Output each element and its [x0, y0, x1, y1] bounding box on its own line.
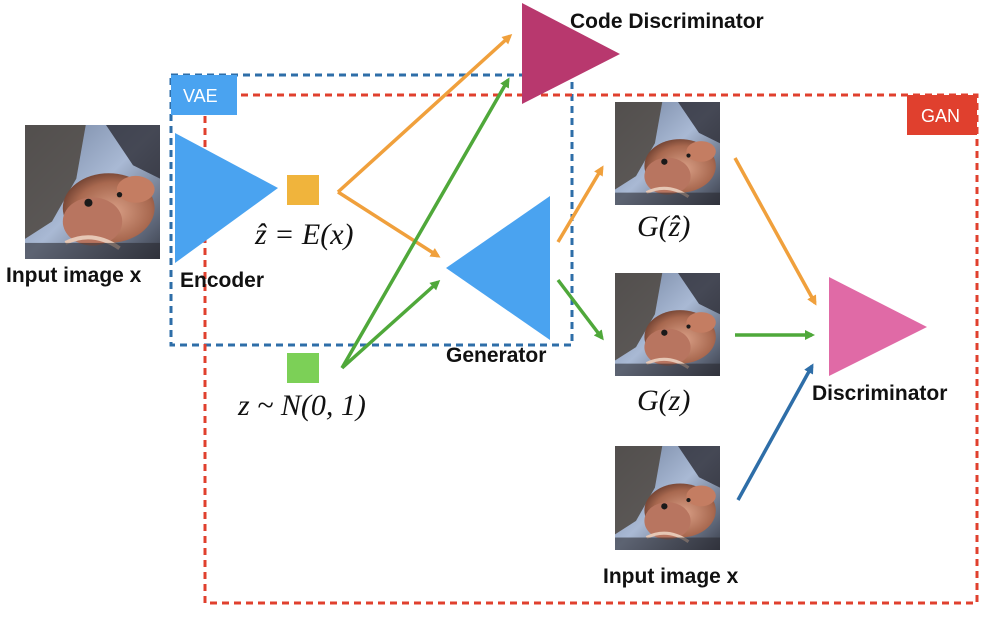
arrow-z-to-code-discriminator [340, 77, 510, 369]
gzhat-label: G(ẑ) [637, 210, 690, 243]
code-discriminator-label: Code Discriminator [570, 10, 764, 33]
input-image-left [25, 125, 160, 259]
generated-image-z [613, 271, 722, 378]
arrow-generator-to-gz [556, 278, 604, 341]
generator-label: Generator [446, 344, 546, 367]
discriminator-block [829, 277, 927, 376]
gan-region-box [203, 93, 979, 605]
input-image-bottom [613, 444, 722, 552]
arrow-gzhat-to-discriminator [733, 157, 817, 306]
z-prior-expression: z ~ N(0, 1) [237, 389, 366, 422]
encoder-block [175, 133, 278, 263]
vae-region-box [169, 73, 574, 347]
zhat-expression: ẑ = E(x) [254, 218, 354, 251]
vae-tag-bg [171, 75, 237, 115]
arrow-zhat-to-code-discriminator [336, 33, 513, 194]
latent-z-square [287, 353, 319, 383]
arrow-zhat-to-generator [337, 190, 441, 258]
input-image-left-label: Input image x [6, 264, 142, 287]
gan-tag-bg [907, 95, 977, 135]
code-discriminator-block [522, 3, 620, 104]
gan-tag: GAN [921, 106, 960, 126]
generator-block [446, 196, 550, 340]
arrow-generator-to-gzhat [556, 165, 604, 243]
discriminator-label: Discriminator [812, 382, 947, 405]
encoder-label: Encoder [180, 269, 264, 292]
arrow-input-to-discriminator [736, 363, 814, 501]
generated-image-zhat [613, 100, 722, 207]
latent-zhat-square [287, 175, 319, 205]
arrow-z-to-generator [340, 279, 441, 370]
vae-tag: VAE [183, 86, 218, 106]
gz-label: G(z) [637, 384, 690, 417]
input-image-bottom-label: Input image x [603, 565, 739, 588]
